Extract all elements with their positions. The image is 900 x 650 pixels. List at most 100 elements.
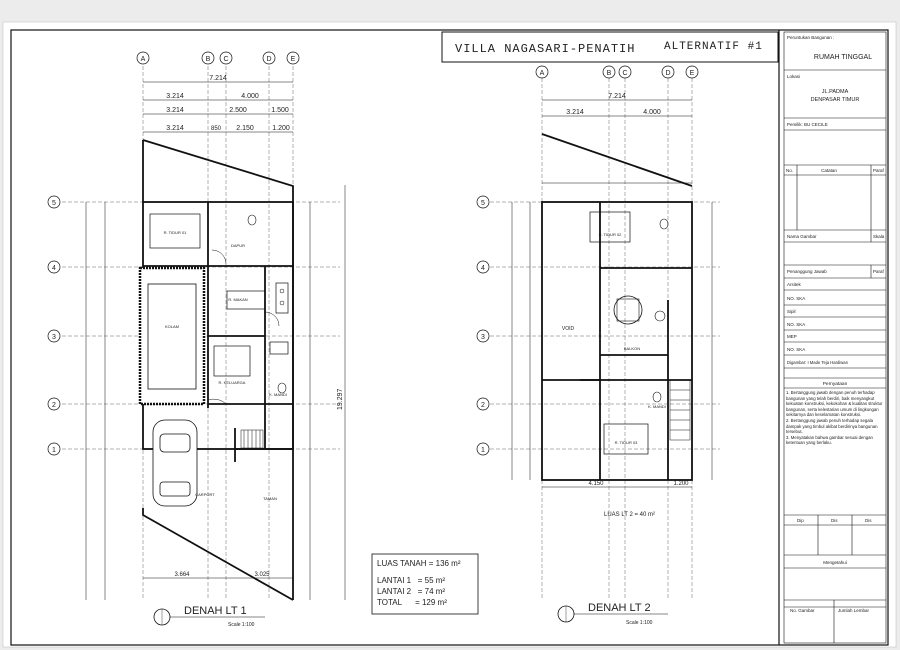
dim-bottom-a: 3.664 (174, 572, 190, 578)
dim-bottom-b: 1.200 (673, 481, 689, 487)
penanggung-label: Penanggung Jawab (787, 269, 827, 274)
lokasi-label: Lokasi (787, 74, 800, 79)
plan2-title: DENAH LT 2 (588, 602, 651, 614)
grid-bubble-e (685, 65, 699, 79)
col-label-e: E (690, 70, 695, 77)
grid-bubble-c (219, 51, 233, 65)
grid-bubble-5 (476, 195, 490, 209)
room-label: TAMAN (263, 496, 277, 501)
room-label: R. KELUARGA (219, 380, 246, 385)
grid-bubble-d (262, 51, 276, 65)
disahkan-label: Dis (865, 518, 872, 523)
header-box: VILLA NAGASARI-PENATIH ALTERNATIF #1 (441, 31, 779, 63)
room-label: K. MANDI (648, 404, 666, 409)
room-label: R. TIDUR 02 (599, 232, 623, 237)
paraf-label: Paraf (873, 168, 885, 173)
col-label-c: C (622, 70, 627, 77)
dim-total: 7.214 (209, 75, 227, 82)
grid-bubble-4 (47, 260, 61, 274)
grid-bubble-5 (47, 195, 61, 209)
plan2-area-label: LUAS LT 2 = 40 m² (604, 512, 655, 518)
pernyataan-list: 1. Bertanggung jawab dengan penuh terhad… (786, 390, 884, 446)
area-land: LUAS TANAH = 136 m² (377, 559, 461, 568)
grid-bubble-b (602, 65, 616, 79)
dim-vertical: 19.297 (337, 388, 344, 410)
no-ska-2: NO. SKA (787, 322, 805, 327)
row-label-3: 3 (481, 334, 485, 341)
room-label: CARPORT (195, 492, 215, 497)
dim-row3-a: 3.214 (166, 125, 184, 132)
grid-bubble-a (136, 51, 150, 65)
dim-row1-b: 4.000 (241, 93, 259, 100)
grid-bubble-b (201, 51, 215, 65)
plan2-title-block: DENAH LT 2 Scale 1:100 (557, 602, 668, 626)
plan1-title-block: DENAH LT 1 Scale 1:100 (153, 605, 265, 628)
dim-row3-d: 1.200 (272, 125, 290, 132)
dim-row1-a: 3.214 (166, 93, 184, 100)
room-label: BALKON (624, 346, 640, 351)
row-label-5: 5 (52, 200, 56, 207)
dim-row1-a: 3.214 (566, 109, 584, 116)
pemilik: Pemilik: BU CECILE (787, 122, 828, 127)
floor-plan-2 (476, 65, 720, 600)
room-label: VOID (562, 326, 575, 332)
col-label-b: B (607, 70, 612, 77)
lokasi-line1: JL.PADMA (822, 89, 849, 95)
grid-bubble-1 (476, 442, 490, 456)
arsitek-label: Arsitek (787, 282, 802, 287)
peruntukan-label: Peruntukan Bangunan : (787, 35, 834, 40)
col-label-d: D (665, 70, 670, 77)
col-label-e: E (291, 56, 296, 63)
row-label-1: 1 (52, 447, 56, 454)
pernyataan-item: 1. Bertanggung jawab dengan penuh terhad… (786, 390, 883, 418)
title-block (783, 31, 887, 644)
diperiksa-label: Dip (797, 518, 804, 523)
col-label-a: A (141, 56, 146, 63)
row-label-1: 1 (481, 447, 485, 454)
room-label: K. MANDI (269, 392, 287, 397)
room-label: R. TIDUR 03 (615, 440, 639, 445)
area-floor2: LANTAI 2 = 74 m² (377, 587, 445, 596)
pernyataan-item: 2. Bertanggung jawab penuh terhadap sega… (786, 417, 878, 435)
pernyataan-item: 3. Menyatakan bahwa gambar sesuai dengan… (786, 434, 873, 446)
grid-bubble-4 (476, 260, 490, 274)
grid-bubble-a (535, 65, 549, 79)
row-label-3: 3 (52, 334, 56, 341)
dim-total: 7.214 (608, 93, 626, 100)
digambar: Digambar: I Made Teja Hardiwan (787, 360, 849, 365)
sipil-label: Sipil (787, 309, 796, 314)
grid-bubble-2 (47, 397, 61, 411)
col-label-b: B (206, 56, 211, 63)
dim-bottom-b: 3.025 (254, 572, 270, 578)
dim-row3-b: 850 (211, 126, 222, 132)
area-total: TOTAL = 129 m² (377, 598, 447, 607)
dim-row2-b: 2.500 (229, 107, 247, 114)
area-summary: LUAS TANAH = 136 m² LANTAI 1 = 55 m² LAN… (371, 553, 479, 615)
area-floor1: LANTAI 1 = 55 m² (377, 576, 445, 585)
room-label: KOLAM (165, 324, 179, 329)
col-label-d: D (266, 56, 271, 63)
mep-label: MEP (787, 334, 797, 339)
row-label-4: 4 (52, 265, 56, 272)
floor-plan-1 (47, 51, 346, 601)
grid-bubble-d (661, 65, 675, 79)
grid-bubble-3 (47, 329, 61, 343)
room-label: DAPUR (231, 243, 245, 248)
row-label-4: 4 (481, 265, 485, 272)
grid-bubble-c (618, 65, 632, 79)
plan1-title: DENAH LT 1 (184, 605, 247, 617)
grid-bubble-1 (47, 442, 61, 456)
grid-bubble-3 (476, 329, 490, 343)
col-label-c: C (223, 56, 228, 63)
dim-row1-b: 4.000 (643, 109, 661, 116)
no-ska-1: NO. SKA (787, 296, 805, 301)
dim-bottom-a: 4.150 (588, 481, 604, 487)
alternative-label: ALTERNATIF #1 (664, 41, 763, 53)
dim-row2-c: 1.500 (271, 107, 289, 114)
peruntukan-value: RUMAH TINGGAL (814, 54, 872, 61)
no-ska-3: NO. SKA (787, 347, 805, 352)
lokasi-line2: DENPASAR TIMUR (811, 97, 860, 103)
dim-row3-c: 2.150 (236, 125, 254, 132)
mengetahui-label: Mengetahui (823, 560, 847, 565)
project-title: VILLA NAGASARI-PENATIH (455, 42, 635, 56)
